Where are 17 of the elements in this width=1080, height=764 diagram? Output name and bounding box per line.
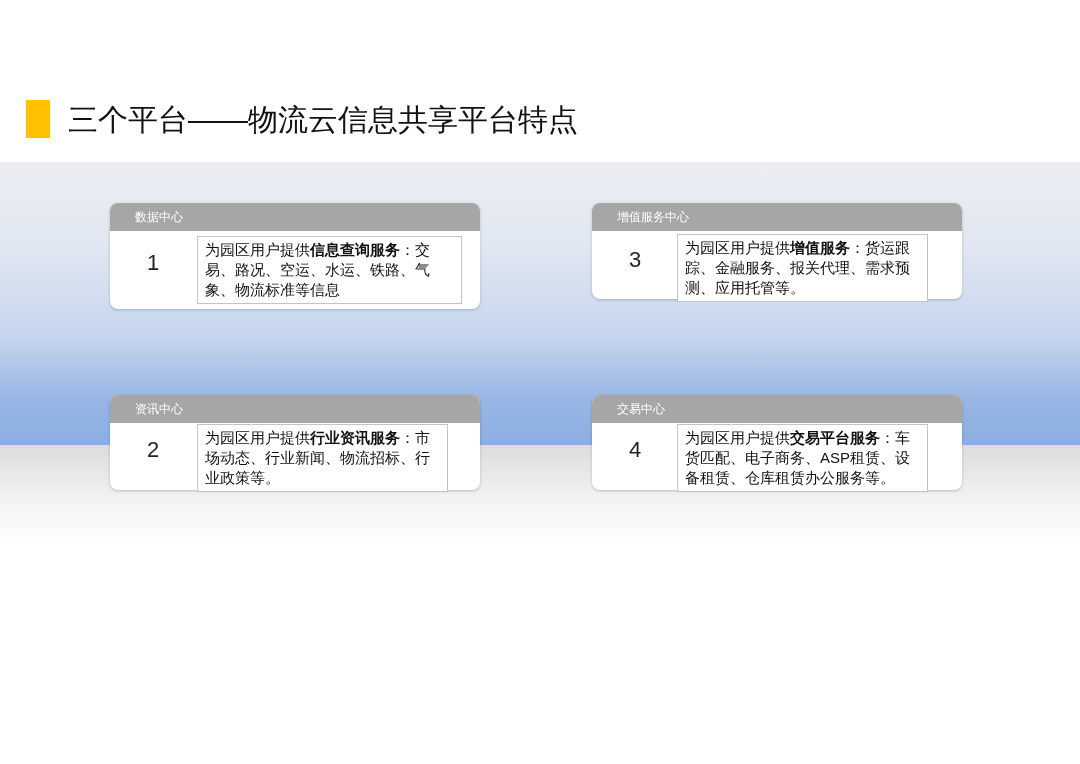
info-card — [110, 395, 480, 490]
item-number: 1 — [145, 250, 161, 276]
description-box: 为园区用户提供信息查询服务：交易、路况、空运、水运、铁路、气象、物流标准等信息 — [197, 236, 462, 304]
card-header: 增值服务中心 — [592, 203, 962, 231]
description-box: 为园区用户提供交易平台服务：车货匹配、电子商务、ASP租赁、设备租赁、仓库租赁办公服务等。 — [677, 424, 928, 492]
item-number: 4 — [627, 437, 643, 463]
description-box: 为园区用户提供行业资讯服务：市场动态、行业新闻、物流招标、行业政策等。 — [197, 424, 448, 492]
description-box: 为园区用户提供增值服务：货运跟踪、金融服务、报关代理、需求预测、应用托管等。 — [677, 234, 928, 302]
info-card — [110, 203, 480, 309]
card-header: 数据中心 — [110, 203, 480, 231]
item-number: 2 — [145, 437, 161, 463]
item-number: 3 — [627, 247, 643, 273]
card-header: 资讯中心 — [110, 395, 480, 423]
page-title: 三个平台——物流云信息共享平台特点 — [68, 102, 578, 138]
card-header: 交易中心 — [592, 395, 962, 423]
info-card — [592, 203, 962, 299]
info-card — [592, 395, 962, 490]
